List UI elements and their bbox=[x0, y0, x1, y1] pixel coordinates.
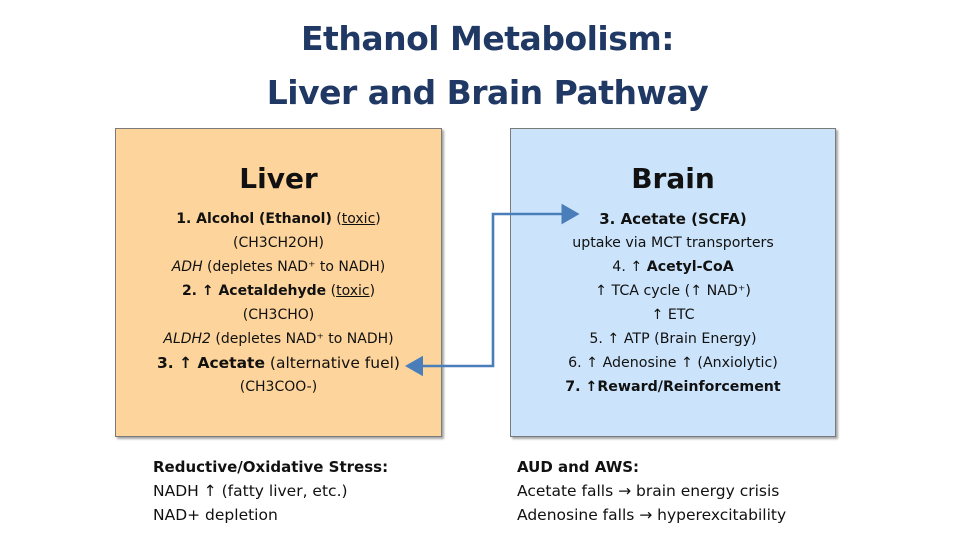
step-text: ( bbox=[331, 211, 342, 227]
liver-heading: Liver bbox=[239, 162, 318, 195]
title-line-2: Liver and Brain Pathway bbox=[266, 73, 709, 112]
liver-note-item: NADH ↑ (fatty liver, etc.) bbox=[153, 482, 348, 500]
title-line-1: Ethanol Metabolism: bbox=[301, 19, 674, 58]
brain-notes-heading: AUD and AWS: bbox=[517, 458, 640, 476]
toxic-label: toxic bbox=[336, 283, 370, 299]
brain-step-reward: 7. ↑Reward/Reinforcement bbox=[565, 379, 781, 395]
brain-steps: 3. Acetate (SCFA) uptake via MCT transpo… bbox=[511, 207, 835, 399]
brain-step-adenosine: 6. ↑ Adenosine ↑ (Anxiolytic) bbox=[568, 355, 778, 371]
toxic-label: toxic bbox=[341, 211, 376, 227]
step-label: Acetyl-CoA bbox=[646, 259, 734, 275]
brain-etc: ↑ ETC bbox=[651, 307, 695, 323]
enzyme-name: ADH bbox=[171, 259, 203, 275]
brain-step-acetate: 3. Acetate (SCFA) bbox=[599, 210, 747, 228]
brain-step-acetyl-coa: 4. ↑ Acetyl-CoA bbox=[511, 255, 835, 279]
liver-enzyme-aldh2: ALDH2 (depletes NAD⁺ to NADH) bbox=[116, 327, 441, 351]
liver-notes: Reductive/Oxidative Stress: NADH ↑ (fatt… bbox=[153, 455, 388, 527]
liver-notes-heading: Reductive/Oxidative Stress: bbox=[153, 458, 389, 476]
brain-heading: Brain bbox=[631, 162, 715, 195]
liver-enzyme-adh: ADH (depletes NAD⁺ to NADH) bbox=[116, 255, 441, 279]
step-text: ) bbox=[375, 211, 381, 227]
step-text: (alternative fuel) bbox=[264, 354, 400, 372]
liver-step-acetate: 3. ↑ Acetate (alternative fuel) bbox=[116, 351, 441, 375]
liver-note-item: NAD+ depletion bbox=[153, 506, 278, 524]
enzyme-effect: (depletes NAD⁺ to NADH) bbox=[210, 331, 394, 347]
liver-formula-acetaldehyde: (CH3CHO) bbox=[242, 307, 315, 323]
liver-steps: 1. Alcohol (Ethanol) (toxic) (CH3CH2OH) … bbox=[116, 207, 441, 399]
step-text: ) bbox=[369, 283, 376, 299]
liver-formula-ethanol: (CH3CH2OH) bbox=[233, 235, 324, 251]
liver-step-acetaldehyde: 2. ↑ Acetaldehyde (toxic) bbox=[116, 279, 441, 303]
brain-tca-cycle: ↑ TCA cycle (↑ NAD⁺) bbox=[595, 283, 751, 299]
brain-box: Brain 3. Acetate (SCFA) uptake via MCT t… bbox=[510, 128, 836, 437]
liver-step-alcohol: 1. Alcohol (Ethanol) (toxic) bbox=[116, 207, 441, 231]
step-label: 1. Alcohol (Ethanol) bbox=[176, 211, 332, 227]
step-text: ( bbox=[326, 283, 337, 299]
enzyme-effect: (depletes NAD⁺ to NADH) bbox=[202, 259, 386, 275]
brain-note-item: Acetate falls → brain energy crisis bbox=[517, 482, 780, 500]
liver-formula-acetate: (CH3COO-) bbox=[239, 379, 318, 395]
brain-uptake: uptake via MCT transporters bbox=[572, 235, 774, 251]
brain-notes: AUD and AWS: Acetate falls → brain energ… bbox=[517, 455, 786, 527]
brain-note-item: Adenosine falls → hyperexcitability bbox=[517, 506, 787, 524]
step-label: 2. ↑ Acetaldehyde bbox=[181, 283, 327, 299]
brain-step-atp: 5. ↑ ATP (Brain Energy) bbox=[589, 331, 757, 347]
step-prefix: 4. ↑ bbox=[612, 259, 647, 275]
enzyme-name: ALDH2 bbox=[163, 331, 211, 347]
liver-box: Liver 1. Alcohol (Ethanol) (toxic) (CH3C… bbox=[115, 128, 442, 437]
step-label: 3. ↑ Acetate bbox=[157, 354, 265, 372]
